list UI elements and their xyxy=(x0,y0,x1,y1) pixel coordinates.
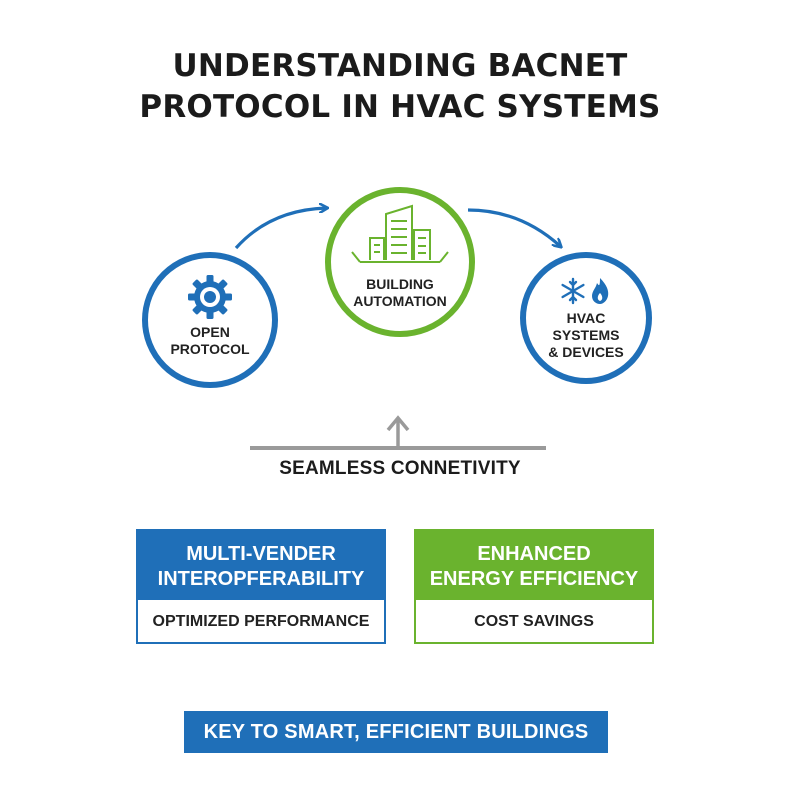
arrow-open-to-building xyxy=(234,208,326,250)
connectivity-label: SEAMLESS CONNETIVITY xyxy=(279,458,521,479)
interoperability-head-line-2: INTEROPFERABILITY xyxy=(157,568,365,590)
arrow-building-to-hvac xyxy=(467,208,560,246)
building-automation-line-1: BUILDING xyxy=(366,276,434,292)
hvac-line-2: SYSTEMS xyxy=(552,327,620,343)
energy-efficiency-head-line-2: ENERGY EFFICIENCY xyxy=(429,568,639,590)
building-icon xyxy=(351,204,449,263)
hvac-line-1: HVAC xyxy=(566,310,606,326)
building-automation-label: BUILDING AUTOMATION xyxy=(340,276,460,310)
open-protocol-label: OPEN PROTOCOL xyxy=(160,324,260,358)
building-automation-line-2: AUTOMATION xyxy=(353,293,447,309)
gear-icon xyxy=(188,275,232,319)
snowflake-icon xyxy=(561,277,585,305)
interoperability-card-footer: OPTIMIZED PERFORMANCE xyxy=(152,613,370,630)
page-title: UNDERSTANDING BACNET PROTOCOL IN HVAC SY… xyxy=(0,46,800,128)
hvac-label: HVAC SYSTEMS & DEVICES xyxy=(536,310,636,361)
open-protocol-line-2: PROTOCOL xyxy=(170,341,250,357)
energy-efficiency-head-line-1: ENHANCED xyxy=(477,543,591,565)
energy-efficiency-card-footer: COST SAVINGS xyxy=(474,613,594,630)
title-line-2: PROTOCOL IN HVAC SYSTEMS xyxy=(139,89,661,125)
hvac-line-3: & DEVICES xyxy=(548,344,624,360)
energy-efficiency-card: ENHANCED ENERGY EFFICIENCY COST SAVINGS xyxy=(414,529,654,644)
open-protocol-line-1: OPEN xyxy=(190,324,230,340)
connectivity-arrow-head xyxy=(386,415,410,432)
key-banner: KEY TO SMART, EFFICIENT BUILDINGS xyxy=(184,711,608,753)
hvac-circle xyxy=(520,252,652,384)
open-protocol-circle xyxy=(142,252,278,388)
title-line-1: UNDERSTANDING BACNET xyxy=(172,48,628,84)
energy-efficiency-card-header: ENHANCED ENERGY EFFICIENCY xyxy=(416,531,652,600)
interoperability-card: MULTI-VENDER INTEROPFERABILITY OPTIMIZED… xyxy=(136,529,386,644)
interoperability-head-line-1: MULTI-VENDER xyxy=(186,543,336,565)
flame-icon xyxy=(592,278,609,304)
interoperability-card-header: MULTI-VENDER INTEROPFERABILITY xyxy=(138,531,384,600)
